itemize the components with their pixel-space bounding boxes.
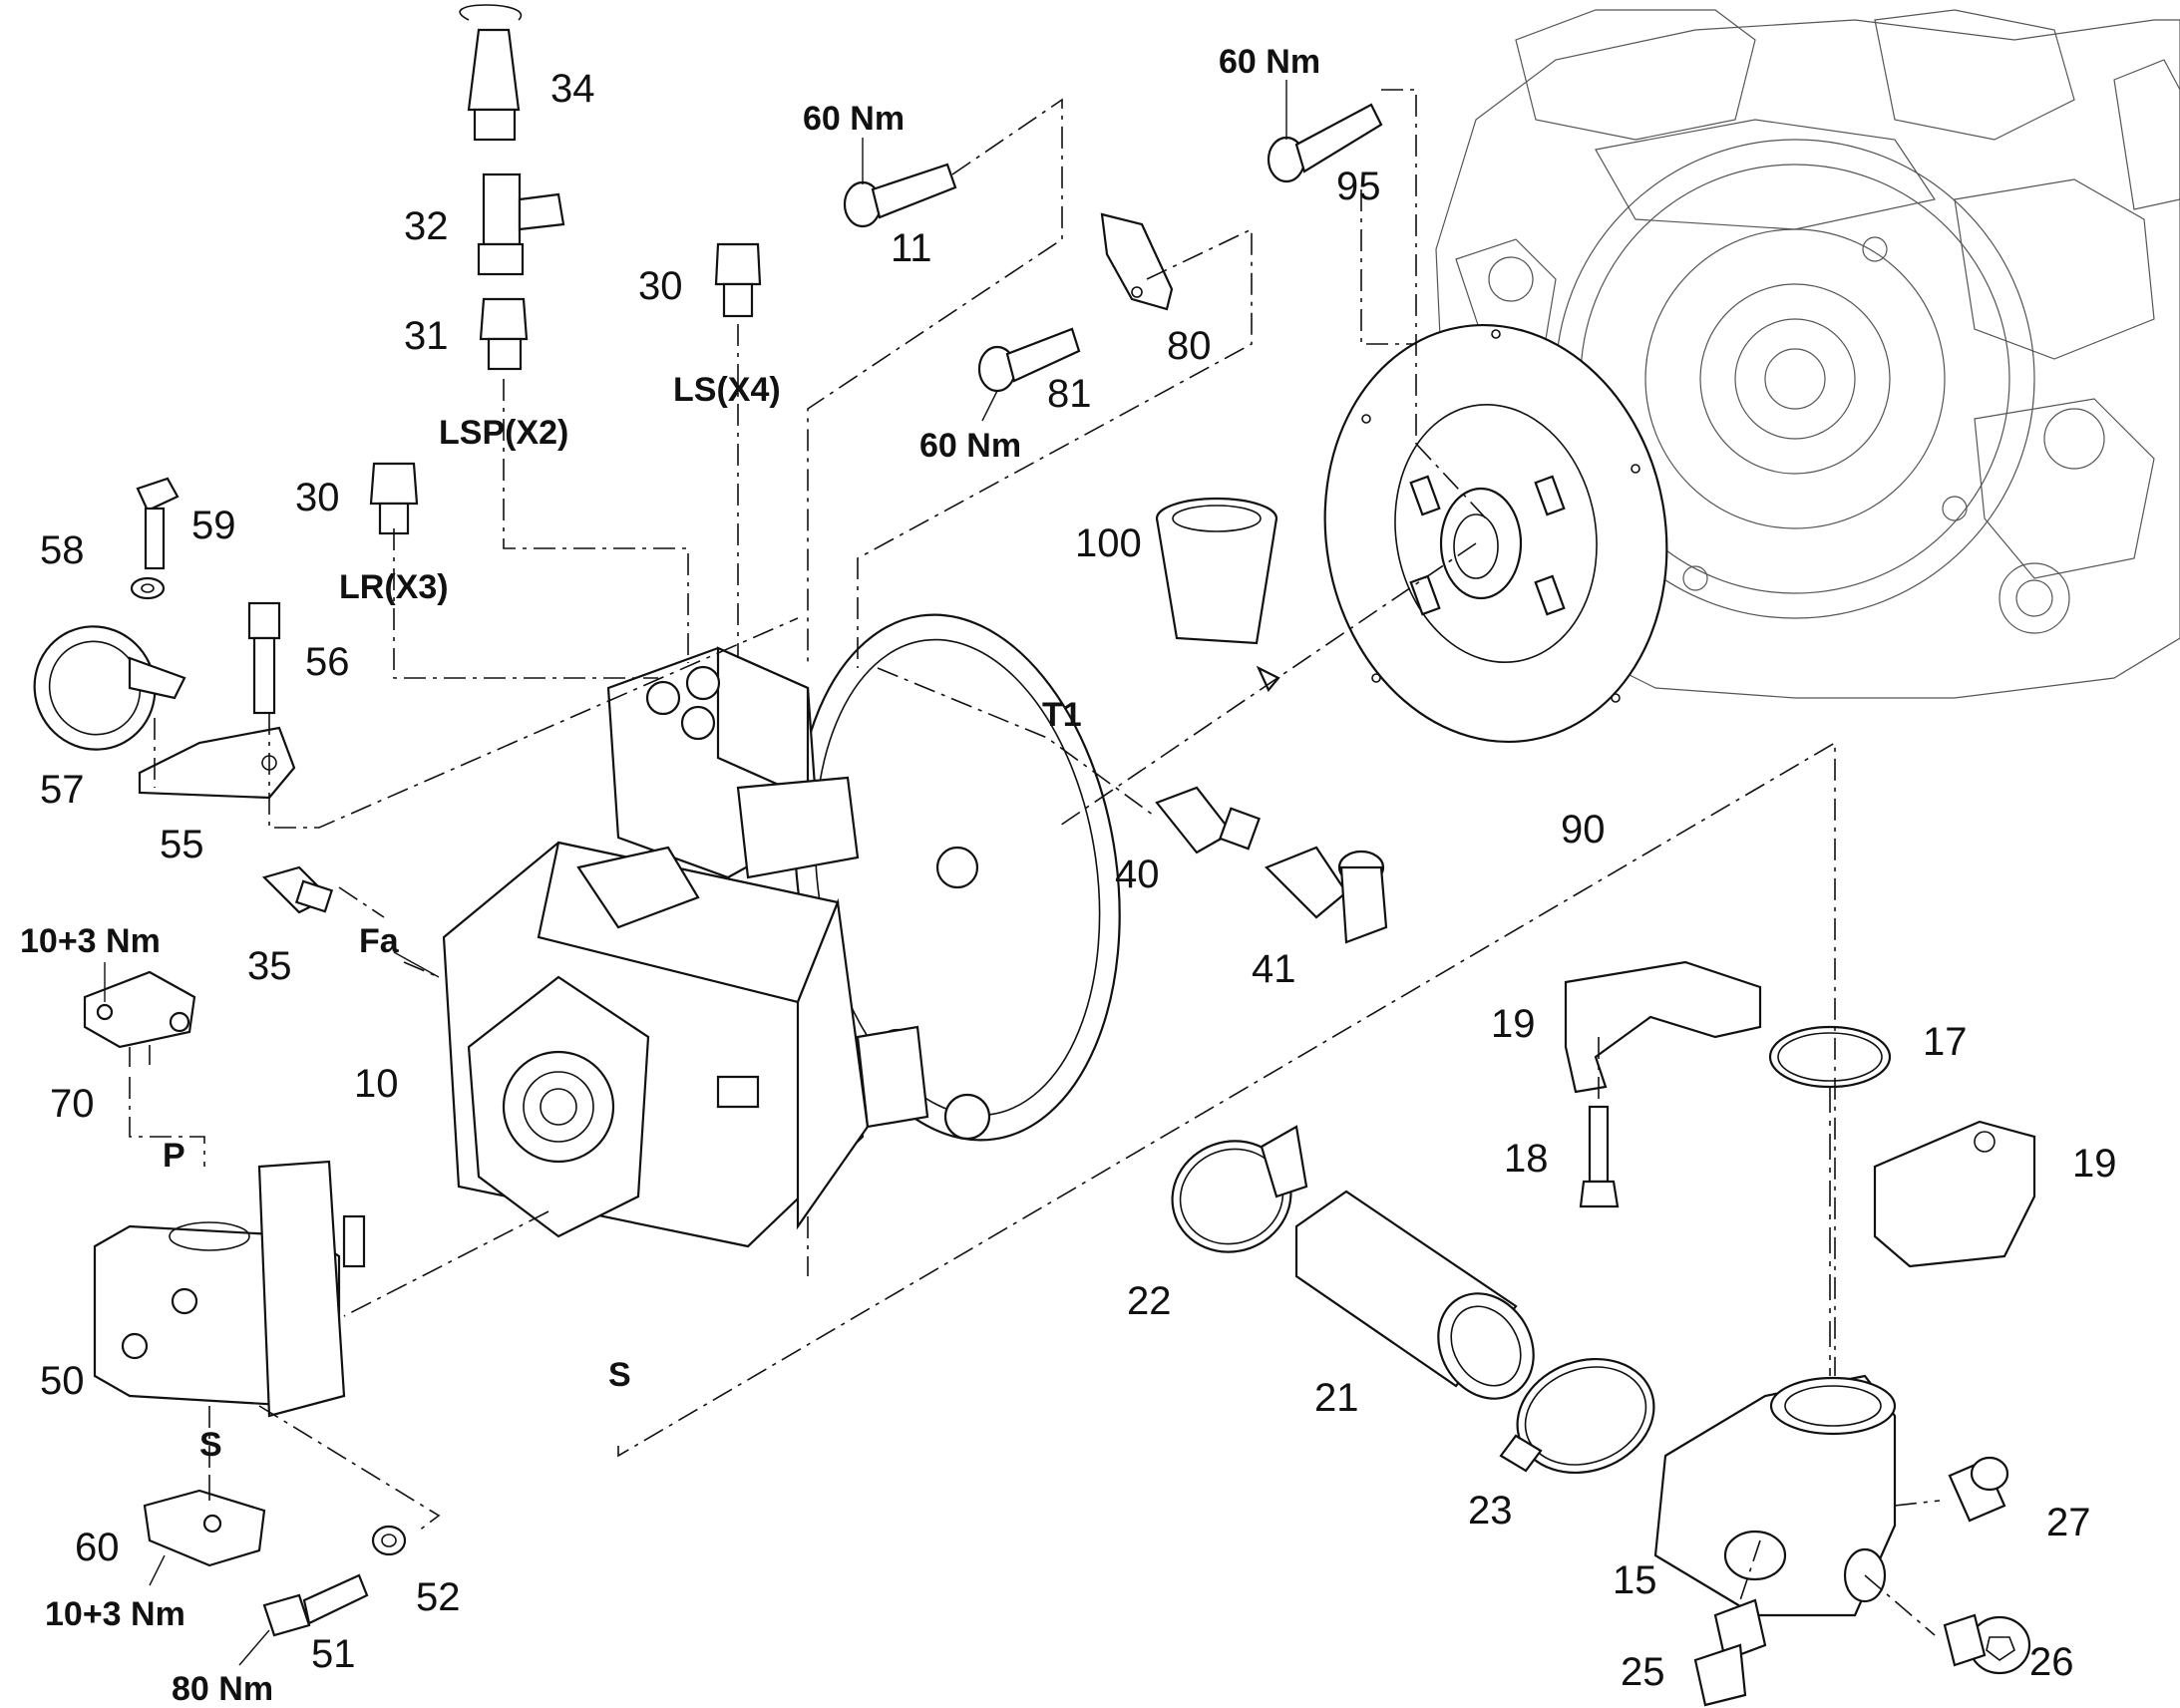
plug-27 — [1948, 1456, 2009, 1523]
o-ring-17 — [1768, 1025, 1892, 1089]
label-80: 80 — [1167, 324, 1212, 368]
label-23: 23 — [1468, 1489, 1513, 1533]
fitting-25 — [1693, 1598, 1767, 1707]
hex-bolt-18 — [1579, 1105, 1620, 1208]
label-30b: 30 — [295, 476, 340, 519]
sleeve-100 — [1155, 497, 1280, 693]
cap-screw-11 — [843, 163, 957, 228]
fitting-35 — [261, 865, 334, 914]
torque-11: 60 Nm — [803, 100, 905, 138]
assembly-centerlines — [129, 89, 1941, 1636]
hex-bolt-59 — [136, 477, 180, 570]
gear-pump-50 — [93, 1160, 366, 1418]
clamp-57 — [33, 625, 186, 751]
hex-bolt-51 — [262, 1573, 369, 1637]
label-40: 40 — [1115, 853, 1160, 896]
label-51: 51 — [311, 1632, 356, 1676]
torque-51: 80 Nm — [172, 1670, 273, 1708]
tee-fitting-32 — [477, 172, 565, 276]
label-59: 59 — [191, 504, 236, 547]
label-41: 41 — [1252, 947, 1296, 991]
port-s-pump: S — [199, 1426, 222, 1464]
torque-81: 60 Nm — [919, 427, 1021, 465]
port-ls: LS(X4) — [673, 371, 781, 409]
label-50: 50 — [40, 1359, 85, 1403]
label-100: 100 — [1075, 521, 1142, 565]
label-60: 60 — [75, 1526, 120, 1569]
label-27: 27 — [2046, 1501, 2091, 1544]
label-52: 52 — [416, 1575, 461, 1619]
washer-52 — [371, 1525, 407, 1556]
port-lr: LR(X3) — [339, 568, 449, 606]
label-81: 81 — [1047, 372, 1092, 416]
torque-70: 10+3 Nm — [20, 922, 161, 960]
label-31: 31 — [404, 314, 449, 358]
label-25: 25 — [1621, 1650, 1665, 1694]
label-22: 22 — [1127, 1279, 1172, 1323]
label-19a: 19 — [1491, 1002, 1536, 1046]
cover-plate-60 — [143, 1476, 266, 1567]
label-19b: 19 — [2072, 1142, 2117, 1186]
plug-fitting-30a — [714, 242, 762, 318]
torque-60: 10+3 Nm — [45, 1595, 185, 1633]
plug-fitting-30b — [369, 462, 419, 535]
test-coupling-34 — [459, 4, 523, 142]
cover-plate-70 — [83, 970, 196, 1067]
label-70: 70 — [50, 1082, 95, 1126]
bracket-55 — [138, 726, 296, 800]
label-17: 17 — [1923, 1020, 1968, 1064]
suction-elbow-15 — [1653, 1374, 1897, 1617]
port-lsp: LSP(X2) — [439, 414, 568, 452]
plug-26 — [1943, 1613, 2031, 1675]
torque-leaders — [104, 80, 1287, 1666]
label-57: 57 — [40, 768, 85, 812]
label-30a: 30 — [638, 264, 683, 308]
port-t1: T1 — [1042, 696, 1082, 734]
label-32: 32 — [404, 204, 449, 248]
hydraulic-pump-assembly — [442, 613, 1121, 1248]
label-34: 34 — [550, 67, 595, 111]
label-26: 26 — [2029, 1640, 2074, 1684]
cap-screw-56 — [247, 601, 281, 715]
port-fa: Fa — [359, 922, 400, 960]
port-labels: LSP(X2) LS(X4) LR(X3) T1 Fa P S S — [163, 371, 1082, 1464]
flange-half-19b — [1873, 1120, 2036, 1268]
part-number-labels: 34 32 31 30 30 11 95 80 81 59 58 56 57 5… — [40, 67, 2117, 1694]
elbow-fitting-41 — [1265, 846, 1388, 944]
label-90: 90 — [1561, 808, 1606, 852]
cap-screw-95 — [1267, 103, 1383, 183]
label-55: 55 — [160, 823, 204, 866]
label-56: 56 — [305, 640, 350, 684]
torque-95: 60 Nm — [1219, 43, 1320, 81]
hose-clamp-22 — [1171, 1125, 1308, 1253]
label-11: 11 — [891, 226, 932, 270]
label-95: 95 — [1336, 165, 1381, 208]
port-p: P — [163, 1137, 185, 1175]
label-21: 21 — [1314, 1376, 1359, 1420]
washer-58 — [130, 576, 166, 600]
label-18: 18 — [1504, 1137, 1549, 1181]
torque-labels: 60 Nm 60 Nm 60 Nm 10+3 Nm 10+3 Nm 80 Nm — [20, 43, 1320, 1708]
label-35: 35 — [247, 944, 292, 988]
adapter-fitting-40 — [1155, 786, 1261, 854]
hose-clamp-23 — [1499, 1357, 1655, 1475]
adapter-fitting-31 — [479, 297, 529, 371]
hose-21 — [1294, 1190, 1535, 1400]
label-10: 10 — [354, 1062, 399, 1106]
flange-half-19a — [1564, 960, 1762, 1094]
flex-coupling-disc — [1323, 323, 1668, 744]
bracket-80 — [1100, 212, 1174, 311]
label-58: 58 — [40, 528, 85, 572]
label-15: 15 — [1613, 1558, 1657, 1602]
port-s-main: S — [608, 1356, 631, 1394]
